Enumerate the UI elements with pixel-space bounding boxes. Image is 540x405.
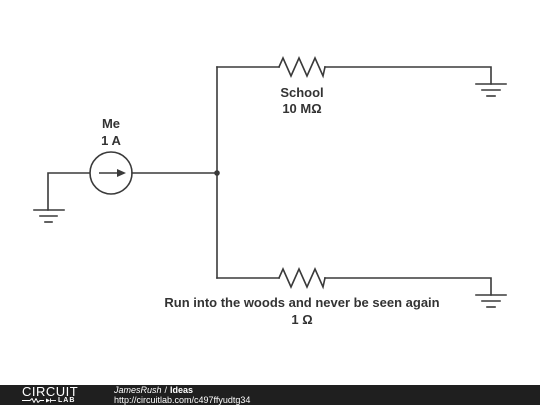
- circuit-diagram: Me 1 A School 10 MΩ Run into the woods a…: [33, 56, 507, 327]
- ground-left-icon: [33, 209, 65, 223]
- byline-separator: /: [164, 385, 168, 395]
- ground-top-right-icon: [475, 83, 507, 97]
- resistor-woods-value-label: 1 Ω: [291, 312, 312, 327]
- source-value-label: 1 A: [101, 133, 121, 148]
- wire-source-to-left-ground: [47, 172, 91, 211]
- circuit-url[interactable]: http://circuitlab.com/c497ffyudtg34: [114, 395, 251, 405]
- circuit-byline: JamesRush/Ideas: [114, 385, 250, 395]
- wire-top-right: [324, 66, 492, 85]
- resistor-woods-symbol: [277, 267, 326, 290]
- circuitlab-logo[interactable]: CIRCUIT LAB: [22, 385, 102, 405]
- current-source-symbol: [89, 151, 133, 195]
- logo-wordmark-top: CIRCUIT: [22, 384, 79, 399]
- resistor-school-symbol: [277, 56, 326, 79]
- resistor-school-value-label: 10 MΩ: [282, 101, 321, 116]
- author-link[interactable]: JamesRush: [114, 385, 162, 395]
- footer-bar: CIRCUIT LAB JamesRush/Ideas http://circu…: [0, 385, 540, 405]
- wire-bottom-right: [324, 277, 492, 296]
- resistor-school-name-label: School: [280, 85, 323, 100]
- logo-lab-word: LAB: [58, 397, 76, 404]
- resistor-woods-name-label: Run into the woods and never be seen aga…: [164, 295, 439, 310]
- logo-resistor-icon: [22, 397, 56, 403]
- circuit-title[interactable]: Ideas: [170, 385, 194, 395]
- ground-bottom-right-icon: [475, 294, 507, 308]
- source-name-label: Me: [102, 116, 120, 131]
- circuit-meta: JamesRush/Ideas http://circuitlab.com/c4…: [114, 385, 250, 405]
- junction-dot: [214, 170, 220, 176]
- logo-wordmark-bottom-row: LAB: [22, 397, 75, 405]
